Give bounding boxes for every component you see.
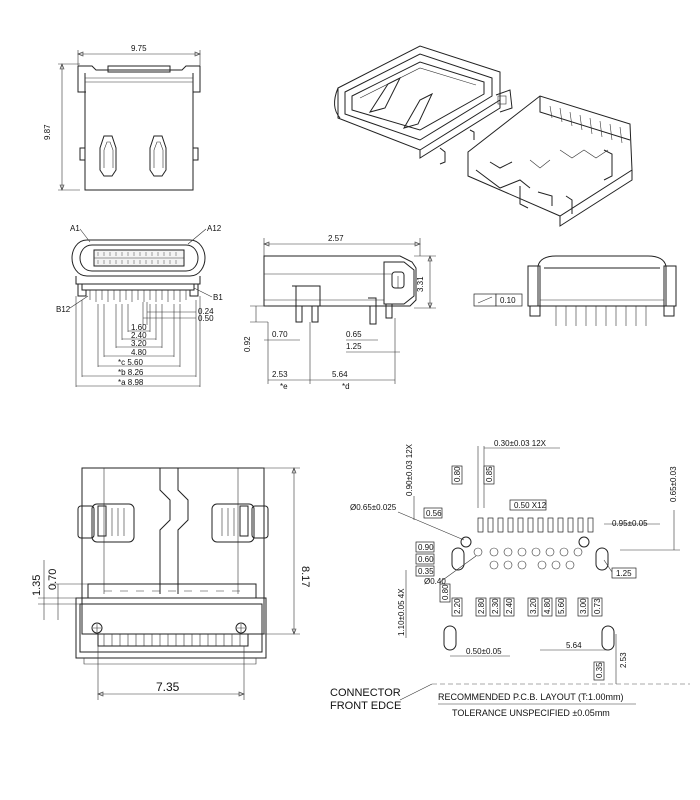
b1-label: B1	[213, 293, 223, 302]
pcb-tag-125: 1.25	[616, 569, 632, 578]
dim-4-80: 4.80	[131, 348, 147, 357]
pcb-left-box-3: 0.35	[418, 567, 434, 576]
pcb-5-64: 5.64	[566, 641, 582, 650]
dim-5-60: *c 5.60	[118, 358, 143, 367]
pcb-top-vertical-boxes: 0.80 0.85	[451, 465, 495, 485]
pcb-v-065: 0.65±0.03	[669, 466, 678, 502]
dim-0-24: 0.24	[198, 307, 214, 316]
pcb-left-box-0: 0.56	[426, 509, 442, 518]
label-tolerance: TOLERANCE UNSPECIFIED ±0.05mm	[452, 708, 610, 718]
bottom-view: 8.17 1.35 0.70 7.35	[31, 467, 311, 700]
pcb-left-box-1: 0.90	[418, 543, 434, 552]
a1-label: A1	[70, 224, 80, 233]
dim-8-98: *a 8.98	[118, 378, 144, 387]
pcb-050-x12: 0.50 X12	[514, 501, 547, 510]
dim-1-60: 1.60	[131, 323, 147, 332]
side-5-64: 5.64	[332, 370, 348, 379]
bottom-1-35: 1.35	[31, 575, 43, 596]
pcb-v-box-0: 0.80	[453, 466, 462, 482]
bottom-0-70: 0.70	[47, 569, 59, 590]
pcb-slot-width: 1.10±0.05 4X	[397, 588, 406, 636]
pcb-2-53: 2.53	[619, 652, 628, 668]
flatness-value: 0.10	[500, 296, 516, 305]
pcb-bb-4: 3.20	[529, 598, 538, 614]
side-0-70: 0.70	[272, 330, 288, 339]
pcb-bb-1: 2.80	[477, 598, 486, 614]
dim-0-50: 0.50	[198, 314, 214, 323]
rear-view: 0.10	[473, 255, 677, 326]
pcb-left-box-2: 0.60	[418, 555, 434, 564]
side-depth-label: 2.57	[328, 234, 344, 243]
pcb-hole-dia: Ø0.65±0.025	[350, 503, 397, 512]
pcb-bb-9: 0.73	[593, 598, 602, 614]
pcb-dia-040: Ø0.40	[424, 577, 446, 586]
dim-8-26: *b 8.26	[118, 368, 144, 377]
pcb-050-b: 0.50±0.05	[466, 647, 502, 656]
pcb-v-090: 0.90±0.03 12X	[405, 443, 414, 496]
pcb-v-box-1: 0.85	[485, 466, 494, 482]
bottom-8-17: 8.17	[299, 566, 311, 587]
side-d-label: *d	[342, 382, 350, 391]
pcb-bb-2: 2.30	[491, 598, 500, 614]
pcb-mid-holes	[473, 547, 583, 570]
label-layout: RECOMMENDED P.C.B. LAYOUT (T:1.00mm)	[438, 692, 624, 702]
pcb-top-pitch: 0.30±0.03 12X	[494, 439, 547, 448]
pcb-bb-10: 0.35	[595, 662, 604, 678]
side-height-label: 3.31	[416, 276, 425, 292]
side-0-92: 0.92	[243, 336, 252, 352]
b12-label: B12	[56, 305, 71, 314]
bottom-7-35: 7.35	[156, 680, 180, 694]
isometric-views	[334, 45, 633, 227]
side-2-53: 2.53	[272, 370, 288, 379]
pcb-bv-0: 0.80	[441, 584, 450, 600]
a12-label: A12	[207, 224, 222, 233]
top-height-label: 9.87	[43, 124, 52, 140]
label-connector: CONNECTOR	[330, 687, 401, 699]
front-view: A1 A12 B12 B1 0.24 0.50 1.60 2.40 3.20 4…	[56, 224, 223, 387]
side-1-25: 1.25	[346, 342, 362, 351]
pcb-bb-8: 3.00	[579, 598, 588, 614]
dim-3-20: 3.20	[131, 339, 147, 348]
pcb-top-pads	[477, 517, 594, 533]
pcb-bb-3: 2.40	[505, 598, 514, 614]
label-front-edge: FRONT EDCE	[330, 700, 401, 712]
pcb-layout: 0.30±0.03 12X 0.90±0.03 12X 0.65±0.03 0.…	[330, 439, 690, 718]
dim-2-40: 2.40	[131, 331, 147, 340]
pcb-bottom-vertical-boxes: 0.80 2.20 2.80 2.30 2.40 3.20 4.80 5.60 …	[439, 583, 605, 681]
pcb-095: 0.95±0.05	[612, 519, 648, 528]
top-view: 9.75 9.87	[43, 44, 201, 191]
pcb-bb-5: 4.80	[543, 598, 552, 614]
side-0-65: 0.65	[346, 330, 362, 339]
pcb-bb-6: 5.60	[557, 598, 566, 614]
pcb-bb-0: 2.20	[453, 598, 462, 614]
side-e-label: *e	[280, 382, 288, 391]
side-view: 2.57 3.31 0.92 0.70 0.65 1.25 2.53 *e 5.…	[243, 234, 436, 391]
top-width-label: 9.75	[131, 44, 147, 53]
